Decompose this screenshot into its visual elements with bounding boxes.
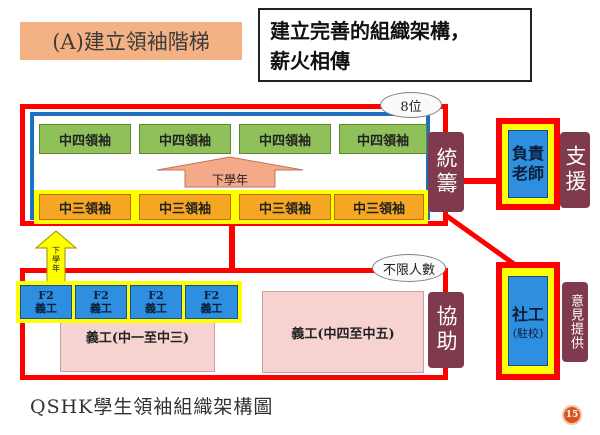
s3-leader-box: 中三領袖 (39, 194, 131, 220)
promotion-label-bottom: 下學年 (52, 246, 60, 273)
social-worker-box: 社工 (駐校) (508, 276, 548, 366)
promotion-label-top: 下學年 (211, 173, 248, 187)
bottom-frame-red-bottom (20, 375, 448, 380)
top-frame-red-top (20, 104, 448, 109)
f2-role: 義工 (35, 302, 57, 315)
coordination-tag: 統籌 (428, 132, 464, 212)
s4-leader-box: 中四領袖 (39, 124, 131, 154)
f2-helper-box: F2 義工 (185, 285, 238, 319)
teacher-box: 負責老師 (508, 130, 548, 198)
f2-grade: F2 (203, 289, 220, 302)
social-worker-sub: (駐校) (512, 327, 544, 340)
social-worker-label: 社工 (511, 305, 544, 324)
count-ellipse-bottom: 不限人數 (372, 254, 446, 282)
support-tag: 支援 (560, 132, 590, 208)
s3-leader-box: 中三領袖 (239, 194, 331, 220)
bottom-frame-red-left (20, 268, 25, 380)
advice-tag: 意見提供 (562, 282, 588, 362)
f2-helper-box: F2 義工 (75, 285, 127, 319)
f2-helper-box: F2 義工 (130, 285, 182, 319)
s3-leader-box: 中三領袖 (334, 194, 424, 220)
f2-grade: F2 (93, 289, 109, 302)
motto-line-2: 薪火相傳 (270, 49, 350, 73)
f2-role: 義工 (145, 302, 167, 315)
f2-helper-box: F2 義工 (20, 285, 72, 319)
assist-tag: 協助 (428, 292, 464, 368)
teacher-connector (448, 178, 500, 184)
s3-leader-box: 中三領袖 (139, 194, 231, 220)
motto-line-1: 建立完善的組織架構， (270, 19, 470, 43)
section-title: (A)建立領袖階梯 (20, 22, 242, 60)
s4-leader-box: 中四領袖 (139, 124, 231, 154)
s4-leader-box: 中四領袖 (339, 124, 427, 154)
motto-box: 建立完善的組織架構， 薪火相傳 (258, 8, 532, 82)
f2-role: 義工 (90, 302, 112, 315)
f2-role: 義工 (200, 302, 223, 315)
diagram-caption: QSHK學生領袖組織架構圖 (30, 396, 274, 418)
top-frame-red-left (20, 104, 25, 226)
count-ellipse-top: 8位 (380, 92, 442, 118)
f2-grade: F2 (148, 289, 164, 302)
bottom-frame-red-top (20, 268, 448, 273)
s4-leader-box: 中四領袖 (239, 124, 331, 154)
social-worker-connector (442, 211, 516, 267)
f2-grade: F2 (38, 289, 54, 302)
page-number: 15 (562, 405, 582, 425)
promotion-arrow-top (156, 156, 304, 188)
vertical-connector (229, 221, 235, 273)
volunteer-senior-box: 義工(中四至中五) (262, 291, 424, 373)
